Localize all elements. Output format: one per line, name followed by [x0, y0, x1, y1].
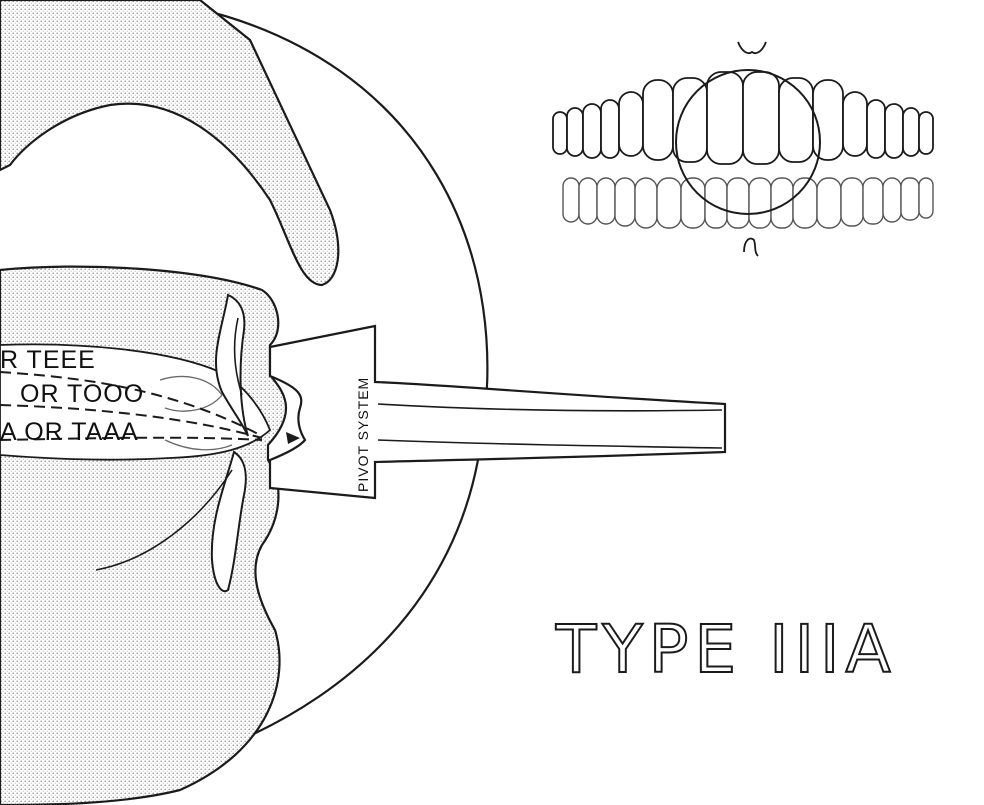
- airflow-arrowhead: [286, 432, 300, 444]
- teeth-front-view: [553, 42, 933, 256]
- label-taaa: A OR TAAA: [0, 418, 139, 446]
- label-teee: R TEEE: [0, 346, 96, 374]
- label-tooo: OR TOOO: [20, 380, 144, 408]
- pivot-system-label: PIVOT SYSTEM: [355, 377, 371, 492]
- type-iiia-title: TYPE IIIA: [555, 611, 897, 688]
- lower-notch-icon: [744, 239, 758, 257]
- pivot-system-device: [270, 326, 725, 498]
- upper-jaw-shape: [0, 0, 338, 285]
- upper-notch-icon: [738, 42, 766, 53]
